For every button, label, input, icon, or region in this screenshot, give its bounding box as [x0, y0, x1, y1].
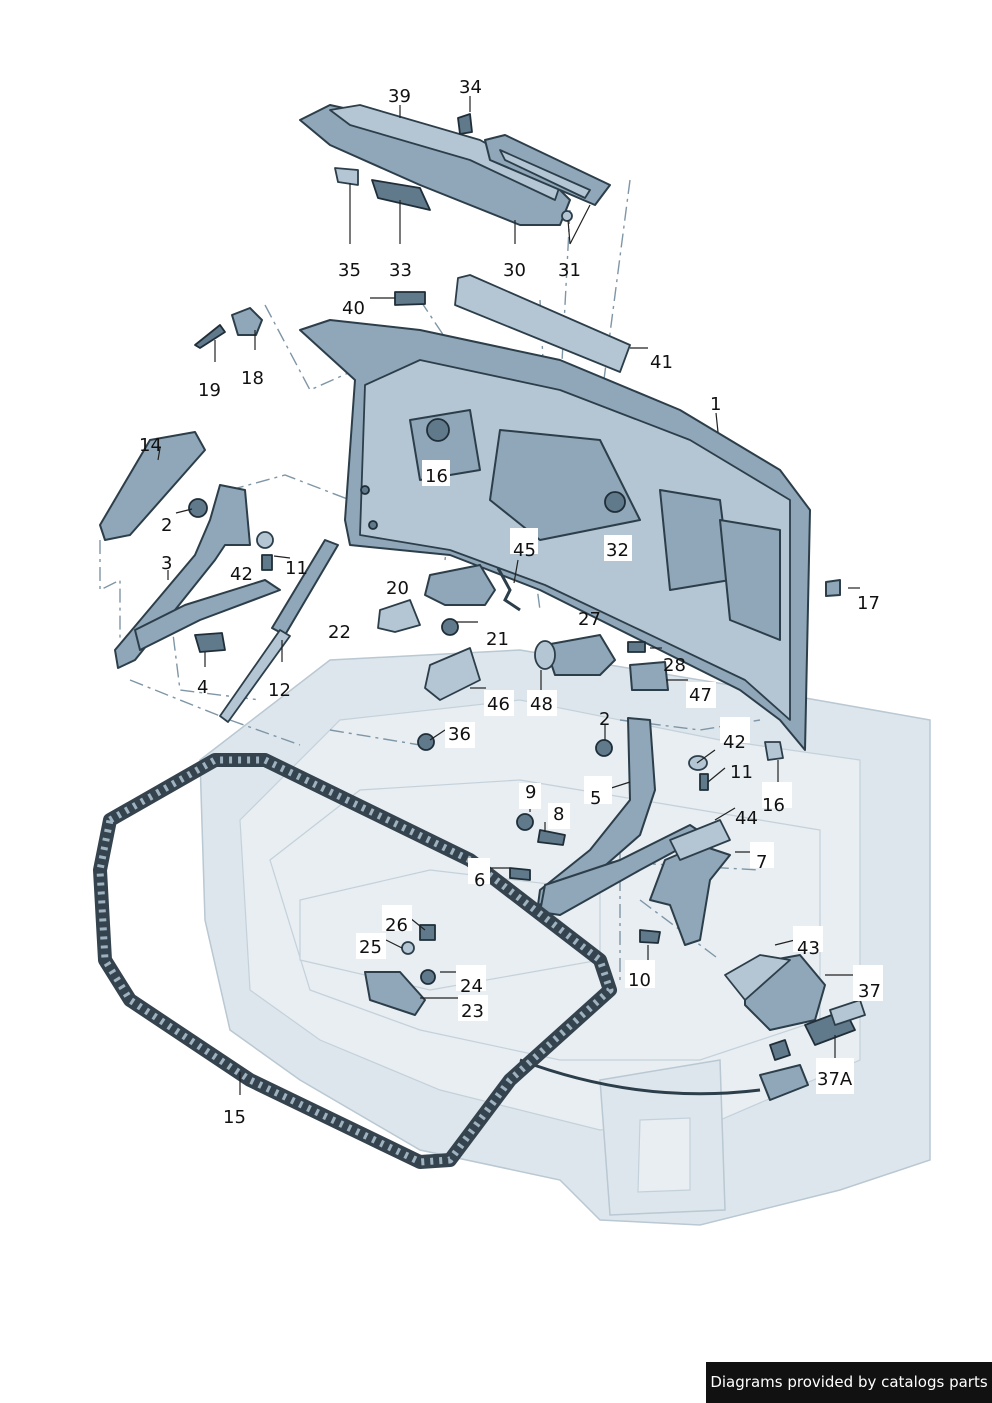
callout-22: 22	[328, 622, 351, 643]
gas-strut-12	[219, 539, 339, 723]
callout-26: 26	[385, 915, 408, 936]
trunk-lid	[299, 319, 811, 751]
callout-28: 28	[663, 655, 686, 676]
callout-4: 4	[197, 677, 208, 698]
callout-42-right: 42	[723, 732, 746, 753]
callout-39: 39	[388, 86, 411, 107]
callout-37A: 37A	[817, 1069, 853, 1090]
actuator-group	[424, 634, 669, 701]
callout-30: 30	[503, 260, 526, 281]
callout-35: 35	[338, 260, 361, 281]
callout-47: 47	[689, 685, 712, 706]
callout-25: 25	[359, 937, 382, 958]
callout-23: 23	[461, 1001, 484, 1022]
callout-11-left: 11	[285, 558, 308, 579]
callout-48: 48	[530, 694, 553, 715]
callout-44: 44	[735, 808, 758, 829]
callout-8: 8	[553, 804, 564, 825]
lock-motor-group	[519, 954, 866, 1101]
callout-18: 18	[241, 368, 264, 389]
callout-34: 34	[459, 77, 482, 98]
panel-41-group	[394, 274, 631, 373]
callout-15: 15	[223, 1107, 246, 1128]
callout-43: 43	[797, 938, 820, 959]
callout-46: 46	[487, 694, 510, 715]
callout-19: 19	[198, 380, 221, 401]
callout-36: 36	[448, 724, 471, 745]
callout-11-right: 11	[730, 762, 753, 783]
callout-5: 5	[590, 788, 601, 809]
callout-31: 31	[558, 260, 581, 281]
callout-20: 20	[386, 578, 409, 599]
callout-2-right: 2	[599, 709, 610, 730]
trunk-seal-15	[93, 753, 617, 1169]
callout-labels: 39 34 35 33 30 31 40 41 19 18 1 14 16 32…	[139, 77, 883, 1128]
callout-40: 40	[342, 298, 365, 319]
callout-1: 1	[710, 394, 721, 415]
callout-17: 17	[857, 593, 880, 614]
callout-41: 41	[650, 352, 673, 373]
left-hinge-group	[99, 431, 281, 669]
callout-16-upper: 16	[425, 466, 448, 487]
striker-group	[364, 924, 436, 1016]
callout-2-left: 2	[161, 515, 172, 536]
trim-strip-group	[299, 104, 611, 226]
callout-12: 12	[268, 680, 291, 701]
callout-37: 37	[858, 981, 881, 1002]
callout-16-lower: 16	[762, 795, 785, 816]
callout-42-left: 42	[230, 564, 253, 585]
callout-27: 27	[578, 609, 601, 630]
callout-7: 7	[756, 852, 767, 873]
callout-45: 45	[513, 540, 536, 561]
callout-33: 33	[389, 260, 412, 281]
leader-lines	[157, 96, 860, 1095]
bumper-18-group	[194, 307, 263, 349]
callout-24: 24	[460, 976, 483, 997]
right-hinge-group	[509, 717, 731, 946]
callout-21: 21	[486, 629, 509, 650]
callout-32: 32	[606, 540, 629, 561]
callout-6: 6	[474, 870, 485, 891]
callout-3: 3	[161, 553, 172, 574]
callout-10: 10	[628, 970, 651, 991]
callout-14: 14	[139, 435, 162, 456]
credit-banner: Diagrams provided by catalogs parts	[706, 1362, 992, 1403]
lock-group	[377, 564, 521, 636]
callout-9: 9	[525, 782, 536, 803]
